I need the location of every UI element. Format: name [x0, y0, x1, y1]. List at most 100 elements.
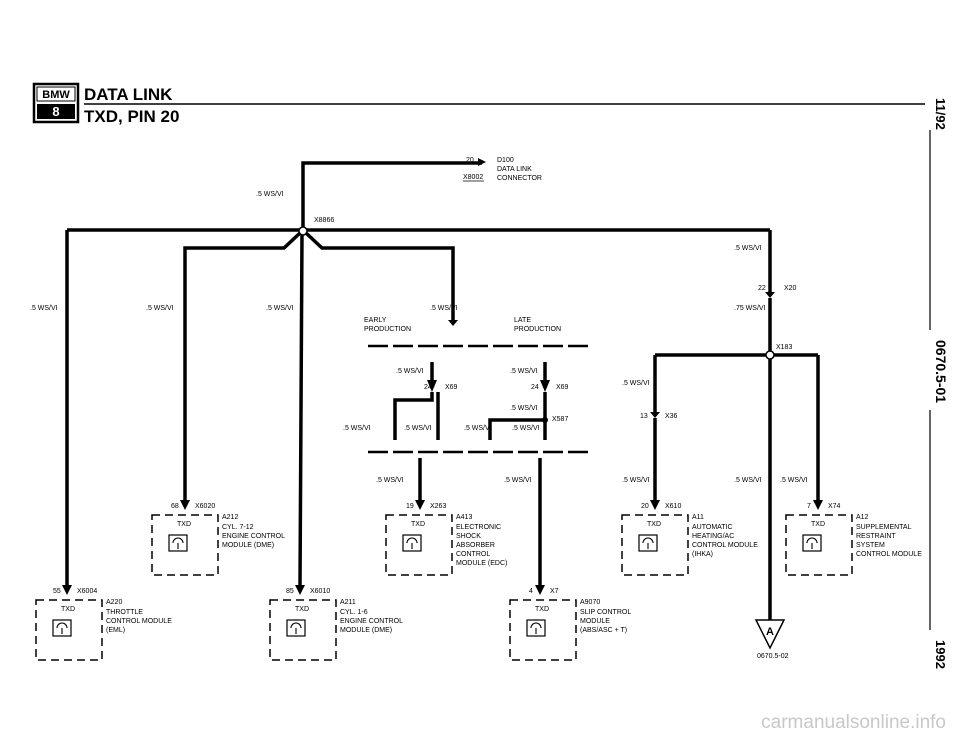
- connector-name-1: DATA LINK: [497, 166, 532, 173]
- module-desc-line: AUTOMATIC: [692, 524, 733, 531]
- wire-label: .5 WS/VI: [376, 477, 404, 484]
- side-year: 1992: [933, 640, 948, 669]
- module-symbol-icon: [802, 534, 822, 552]
- pin-label: 19: [406, 503, 414, 510]
- pin-label: 68: [171, 503, 179, 510]
- wire-label: .5 WS/VI: [396, 368, 424, 375]
- connector-name-2: CONNECTOR: [497, 175, 542, 182]
- module-desc-line: CYL. 7-12: [222, 524, 254, 531]
- wire-label: .5 WS/VI: [256, 191, 284, 198]
- watermark: carmanualsonline.info: [761, 712, 946, 733]
- connector-label: X7: [550, 588, 559, 595]
- connector-label: X610: [665, 503, 681, 510]
- pin-label: 20: [641, 503, 649, 510]
- module-symbol-icon: [286, 619, 306, 637]
- series-text: 8: [52, 104, 59, 119]
- connector-label: X74: [828, 503, 841, 510]
- module-desc-line: CYL. 1-6: [340, 609, 368, 616]
- connector-label: X263: [430, 503, 446, 510]
- module-symbol-glyph: [172, 537, 184, 549]
- pin-label: 22: [758, 285, 766, 292]
- module-symbol-icon: [526, 619, 546, 637]
- module-id: A220: [106, 599, 122, 606]
- pin-symbols: [62, 292, 823, 595]
- module-symbol-glyph: [642, 537, 654, 549]
- module-symbol-glyph: [406, 537, 418, 549]
- wire-label: .5 WS/VI: [512, 425, 540, 432]
- module-symbol-glyph: [290, 622, 302, 634]
- wire-label: .5 WS/VI: [404, 425, 432, 432]
- wire-label: .5 WS/VI: [343, 425, 371, 432]
- pin-label: 4: [529, 588, 533, 595]
- wire-label: .5 WS/VI: [30, 305, 58, 312]
- module-id: A413: [456, 514, 472, 521]
- module-pin-label: TXD: [177, 521, 191, 528]
- wire-label: .5 WS/VI: [504, 477, 532, 484]
- module-desc-line: CONTROL MODULE: [692, 542, 758, 549]
- module-pin-label: TXD: [295, 606, 309, 613]
- module-id: A12: [856, 514, 869, 521]
- pin-label: 85: [286, 588, 294, 595]
- connector-label: X69: [556, 384, 569, 391]
- module-outline: [269, 599, 337, 661]
- page-subtitle: TXD, PIN 20: [84, 107, 179, 126]
- late-production-label: LATE: [514, 317, 531, 324]
- page-title: DATA LINK: [84, 85, 173, 104]
- splice-x183-dot: [765, 350, 775, 360]
- pin-label: 13: [640, 413, 648, 420]
- module-symbol-icon: [52, 619, 72, 637]
- data-link-connector: 20 D100 DATA LINK CONNECTOR X8002: [463, 157, 542, 182]
- module-desc-line: MODULE (DME): [340, 627, 392, 634]
- module-outline: [385, 514, 453, 576]
- wire-label: .5 WS/VI: [510, 368, 538, 375]
- offpage-connector: A 0670.5-02: [754, 619, 789, 660]
- pin-label: 55: [53, 588, 61, 595]
- connector-label: X36: [665, 413, 678, 420]
- module-pin-label: TXD: [61, 606, 75, 613]
- module-pin-label: TXD: [811, 521, 825, 528]
- module-pin-label: TXD: [411, 521, 425, 528]
- module-outline: [785, 514, 853, 576]
- wire-label: .75 WS/VI: [734, 305, 766, 312]
- module-desc-line: CONTROL: [456, 551, 490, 558]
- connector-label: X6004: [77, 588, 97, 595]
- connector-ref: X8002: [463, 174, 483, 181]
- module-desc-line: SLIP CONTROL: [580, 609, 631, 616]
- module-desc-line: ENGINE CONTROL: [222, 533, 285, 540]
- pin-label: 24: [531, 384, 539, 391]
- connector-label: X20: [784, 285, 797, 292]
- early-production-label-2: PRODUCTION: [364, 326, 411, 333]
- module-symbol-glyph: [530, 622, 542, 634]
- module-desc-line: RESTRAINT: [856, 533, 896, 540]
- module-a413: TXDA413ELECTRONICSHOCKABSORBERCONTROLMOD…: [385, 514, 507, 576]
- module-desc-line: CONTROL MODULE: [856, 551, 922, 558]
- module-pin-label: TXD: [647, 521, 661, 528]
- splice-x8866-dot: [298, 226, 308, 236]
- offpage-letter: A: [766, 626, 774, 638]
- module-desc-line: SUPPLEMENTAL: [856, 524, 912, 531]
- side-date: 11/92: [933, 98, 948, 130]
- pin-label: 7: [807, 503, 811, 510]
- module-desc-line: THROTTLE: [106, 609, 143, 616]
- wire-label: .5 WS/VI: [430, 305, 458, 312]
- module-symbol-icon: [638, 534, 658, 552]
- connector-label: X587: [552, 416, 568, 423]
- offpage-ref: 0670.5-02: [757, 653, 789, 660]
- module-desc-line: MODULE (DME): [222, 542, 274, 549]
- module-desc-line: CONTROL MODULE: [106, 618, 172, 625]
- late-production-label-2: PRODUCTION: [514, 326, 561, 333]
- splice-x183-label: X183: [776, 344, 792, 351]
- module-id: A212: [222, 514, 238, 521]
- connector-label: X69: [445, 384, 458, 391]
- side-strip: 11/92 0670.5-01 1992: [929, 98, 949, 669]
- module-desc-line: ABSORBER: [456, 542, 495, 549]
- module-outline: [151, 514, 219, 576]
- module-desc-line: (ABS/ASC + T): [580, 627, 627, 634]
- wire-label: .5 WS/VI: [780, 477, 808, 484]
- wire-label: .5 WS/VI: [146, 305, 174, 312]
